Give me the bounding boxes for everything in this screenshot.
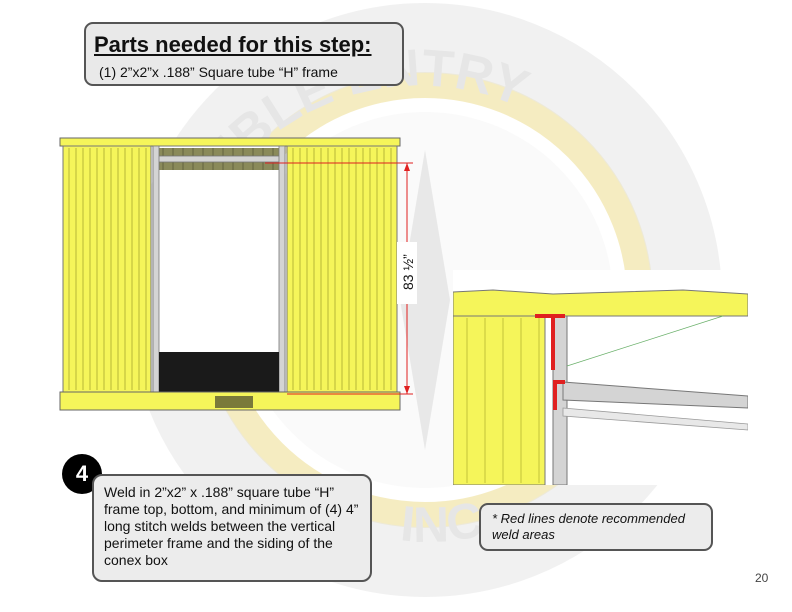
inset-horizontal-tube [562,381,748,409]
h-frame-top-tube [152,155,286,163]
instruction-text: Weld in 2”x2” x .188” square tube “H” fr… [104,484,359,568]
right-siding-panel [286,145,398,393]
instruction-box [92,474,372,582]
h-frame-right-tube [278,145,286,393]
inset-siding [453,315,546,485]
forklift-pocket [215,396,253,408]
inset-roof-beam [453,289,748,317]
weld-mark-middle [553,380,565,410]
watermark-arrowhead [400,150,450,450]
note-text: * Red lines denote recommended weld area… [492,511,685,542]
weld-detail-inset [453,270,748,485]
inset-siding-ribs [466,318,540,483]
dimension-arrow-bottom [404,386,410,394]
dimension-label: 83 ½” [400,254,416,290]
door-opening [152,145,286,393]
note-box [479,503,713,551]
parts-item: (1) 2”x2”x .188” Square tube “H” frame [99,64,338,80]
dimension-arrow-top [404,163,410,171]
h-frame-left-tube [152,145,160,393]
inset-horizontal-tube-lower [562,407,748,431]
page-number: 20 [755,571,769,585]
roof-strip [59,137,401,147]
left-siding-panel [62,145,152,393]
inset-guide-line [566,315,724,367]
parts-title: Parts needed for this step: [94,32,372,57]
container-front-view: 83 ½” [59,137,417,411]
dimension-label-bg [397,242,417,304]
parts-box [84,22,404,86]
floor-interior [159,352,279,392]
